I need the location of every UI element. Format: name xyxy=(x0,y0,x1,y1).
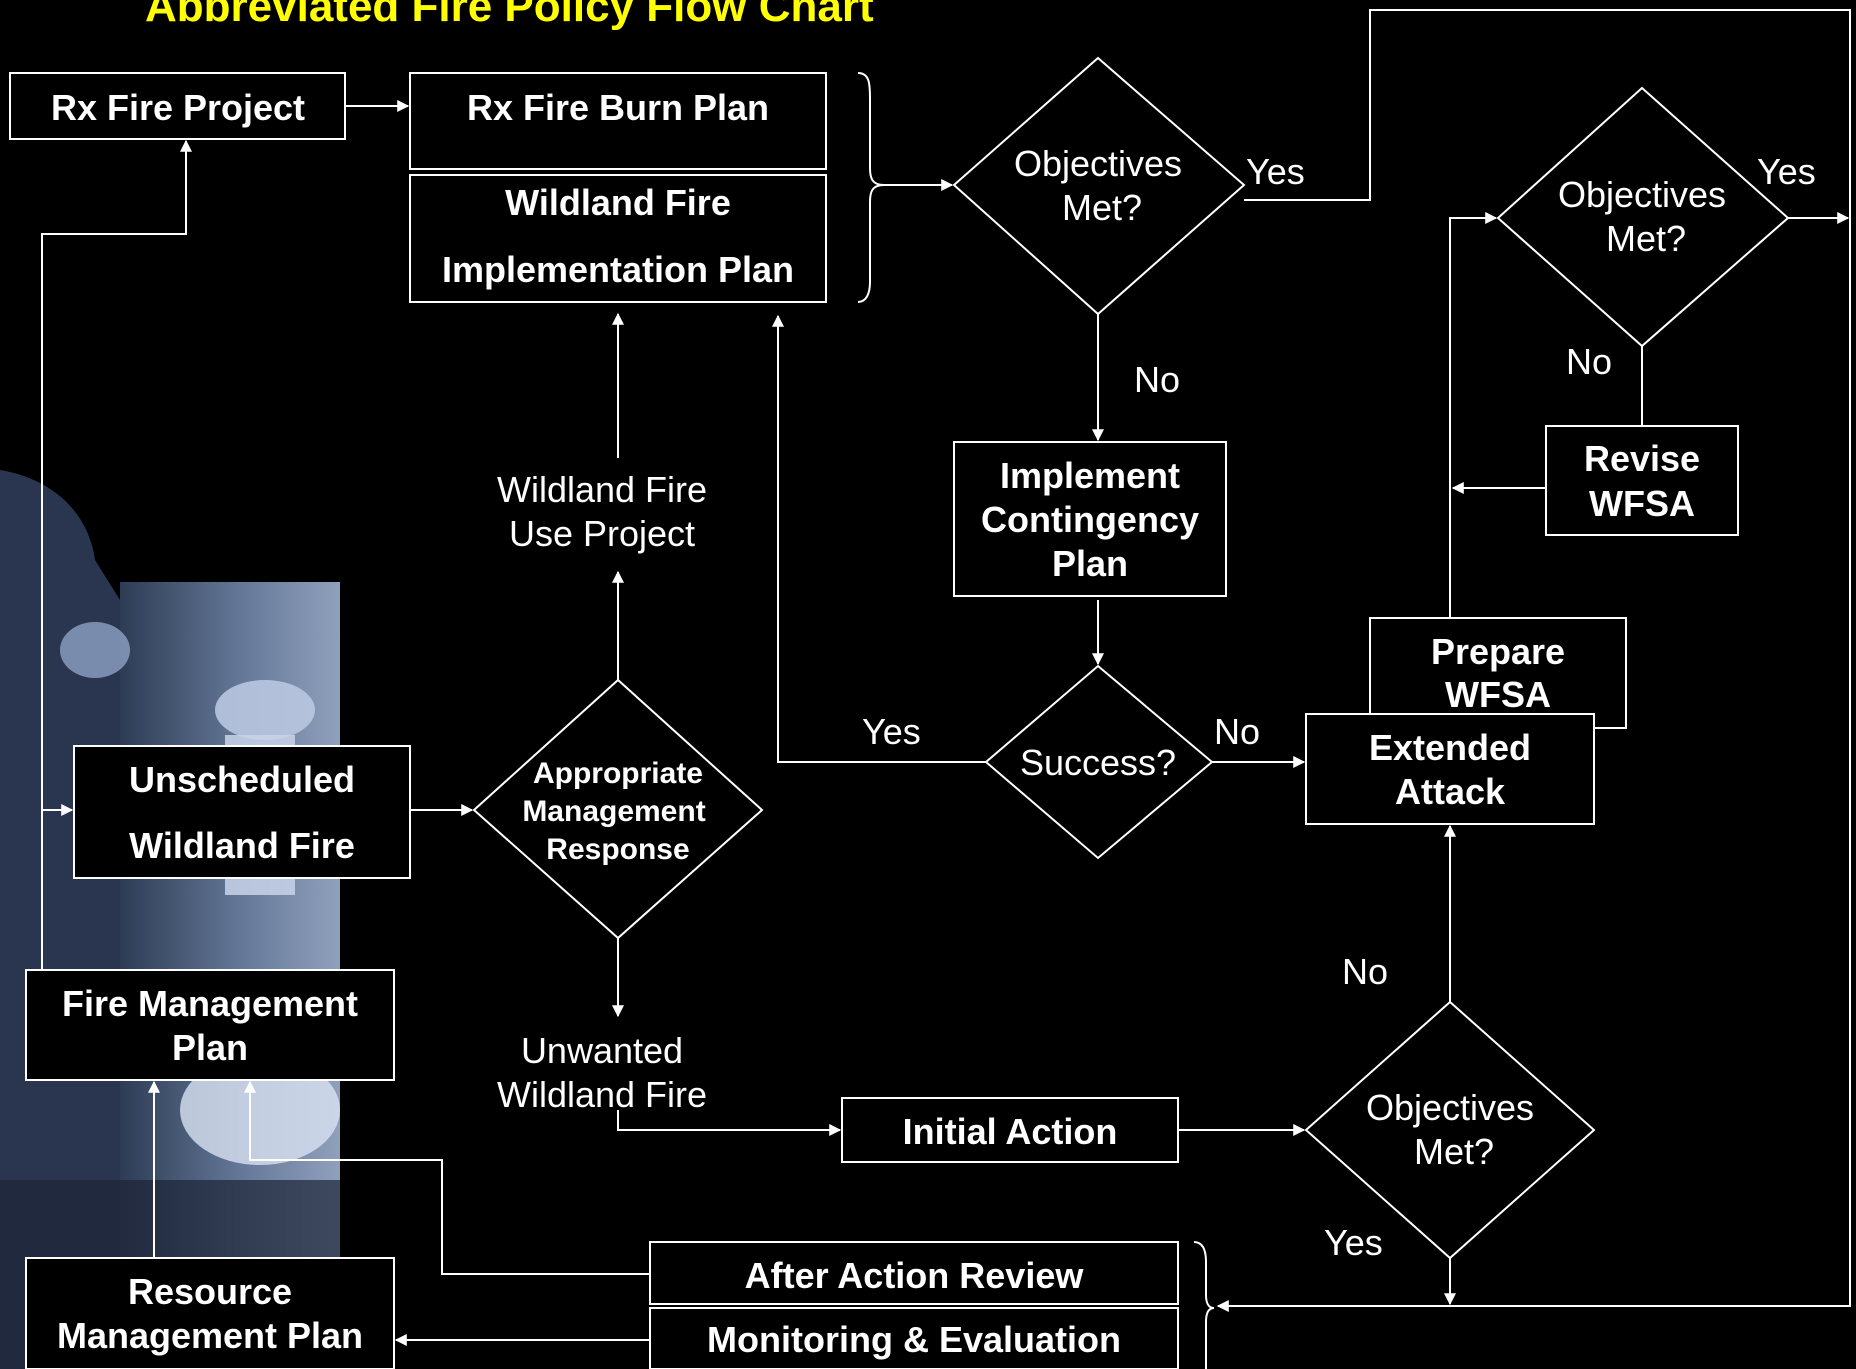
yes-label-objectives2: Yes xyxy=(1757,151,1816,192)
wildland-fire-impl-plan-box xyxy=(409,174,827,303)
rmp-label-1: Resource xyxy=(128,1271,292,1312)
revise-wfsa-label-2: WFSA xyxy=(1589,483,1695,524)
resource-management-plan-box xyxy=(25,1257,395,1369)
implement-contingency-plan-box xyxy=(953,441,1227,597)
amr-line2: Management xyxy=(522,795,705,828)
fire-management-plan-box xyxy=(25,969,395,1081)
no-label-objectives1: No xyxy=(1134,359,1180,400)
revise-wfsa-label-1: Revise xyxy=(1584,438,1700,479)
unwanted-line1: Unwanted xyxy=(521,1030,683,1071)
monitoring-evaluation-box xyxy=(649,1307,1179,1369)
unscheduled-label-2: Wildland Fire xyxy=(129,825,355,866)
wfu-project-line2: Use Project xyxy=(509,513,695,554)
burn-plan-brace xyxy=(857,72,885,303)
objectives-met-1-line1: Objectives xyxy=(1014,143,1182,184)
no-label-success: No xyxy=(1214,711,1260,752)
no-label-objectives2: No xyxy=(1566,341,1612,382)
prepare-wfsa-label-2: WFSA xyxy=(1445,674,1551,715)
unwanted-line2: Wildland Fire xyxy=(497,1074,707,1115)
rx-fire-project-label: Rx Fire Project xyxy=(51,87,305,128)
line-objectives1-yes xyxy=(1216,9,1851,1312)
yes-label-objectives3: Yes xyxy=(1324,1222,1383,1263)
line-aar-to-fmp xyxy=(244,1080,650,1275)
extended-attack-label-2: Attack xyxy=(1395,771,1506,812)
no-label-objectives3: No xyxy=(1342,951,1388,992)
after-action-brace xyxy=(1193,1241,1215,1369)
objectives-met-3-line2: Met? xyxy=(1414,1131,1494,1172)
yes-label-objectives1: Yes xyxy=(1246,151,1305,192)
rx-fire-burn-plan-label: Rx Fire Burn Plan xyxy=(467,87,769,128)
unscheduled-label-1: Unscheduled xyxy=(129,759,355,800)
extended-attack-box xyxy=(1305,713,1595,825)
line-success-yes xyxy=(772,314,986,763)
rmp-label-2: Management Plan xyxy=(57,1315,363,1356)
extended-attack-label-1: Extended xyxy=(1369,727,1531,768)
line-prepare-to-objectives2 xyxy=(1449,212,1498,618)
implement-label-2: Contingency xyxy=(981,499,1199,540)
wfu-project-line1: Wildland Fire xyxy=(497,469,707,510)
wildland-fire-impl-plan-label-2: Implementation Plan xyxy=(442,249,794,290)
wildland-fire-impl-plan-label-1: Wildland Fire xyxy=(505,182,731,223)
page-title: Abbreviated Fire Policy Flow Chart xyxy=(145,0,874,31)
objectives-met-diamond-3 xyxy=(1304,1000,1596,1260)
unscheduled-wildland-fire-box xyxy=(73,745,411,879)
objectives-met-1-line2: Met? xyxy=(1062,187,1142,228)
chess-pieces-photo-icon xyxy=(0,470,340,1369)
success-label: Success? xyxy=(1020,742,1176,783)
line-fmp-to-project xyxy=(41,139,192,970)
initial-action-label: Initial Action xyxy=(903,1111,1118,1152)
rx-fire-burn-plan-box xyxy=(409,72,827,170)
after-action-review-label: After Action Review xyxy=(745,1255,1085,1296)
fmp-label-1: Fire Management xyxy=(62,983,358,1024)
fmp-label-2: Plan xyxy=(172,1027,248,1068)
implement-label-3: Plan xyxy=(1052,543,1128,584)
objectives-met-diamond-2 xyxy=(1496,86,1790,348)
objectives-met-3-line1: Objectives xyxy=(1366,1087,1534,1128)
line-unwanted-to-initial xyxy=(617,1110,842,1136)
objectives-met-2-line1: Objectives xyxy=(1558,174,1726,215)
prepare-wfsa-label-1: Prepare xyxy=(1431,631,1565,672)
yes-label-success: Yes xyxy=(862,711,921,752)
success-diamond xyxy=(984,664,1214,860)
objectives-met-2-line2: Met? xyxy=(1606,218,1686,259)
monitoring-evaluation-label: Monitoring & Evaluation xyxy=(707,1319,1121,1360)
implement-label-1: Implement xyxy=(1000,455,1180,496)
amr-line1: Appropriate xyxy=(533,757,703,790)
amr-line3: Response xyxy=(546,833,689,866)
objectives-met-diamond-1 xyxy=(952,56,1246,316)
